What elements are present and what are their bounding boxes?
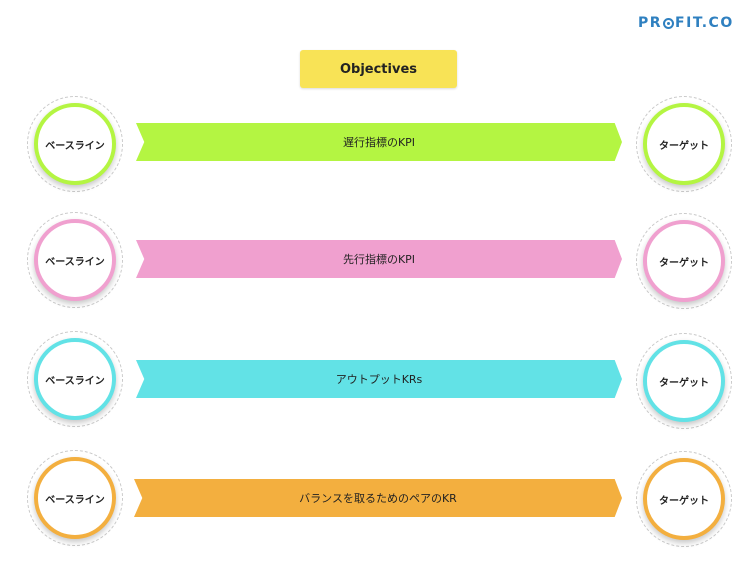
- target-circle: ターゲット: [643, 103, 725, 185]
- baseline-circle: ベースライン: [34, 338, 116, 420]
- target-label: ターゲット: [659, 140, 709, 152]
- logo-text-end: FIT.CO: [675, 15, 734, 31]
- kpi-arrow: バランスを取るためのペアのKR: [134, 479, 622, 517]
- baseline-label: ベースライン: [45, 256, 105, 268]
- kpi-arrow-label: 先行指標のKPI: [342, 253, 416, 266]
- baseline-label: ベースライン: [45, 375, 105, 387]
- target-node: ターゲット: [636, 213, 732, 309]
- objectives-box: Objectives: [300, 50, 457, 88]
- profit-co-logo: PR FIT.CO: [638, 13, 738, 33]
- baseline-node: ベースライン: [27, 450, 123, 546]
- baseline-circle: ベースライン: [34, 219, 116, 301]
- target-icon: [663, 17, 675, 29]
- target-circle: ターゲット: [643, 458, 725, 540]
- row-output-krs: ベースライン アウトプットKRs ターゲット: [0, 330, 750, 430]
- kpi-arrow: アウトプットKRs: [136, 360, 622, 398]
- target-node: ターゲット: [636, 96, 732, 192]
- target-circle: ターゲット: [643, 220, 725, 302]
- row-balancing-kr: ベースライン バランスを取るためのペアのKR ターゲット: [0, 449, 750, 549]
- row-lagging-kpi: ベースライン 遅行指標のKPI ターゲット: [0, 94, 750, 194]
- row-leading-kpi: ベースライン 先行指標のKPI ターゲット: [0, 210, 750, 310]
- kpi-arrow: 先行指標のKPI: [136, 240, 622, 278]
- target-circle: ターゲット: [643, 340, 725, 422]
- target-label: ターゲット: [659, 257, 709, 269]
- kpi-arrow-label: バランスを取るためのペアのKR: [299, 492, 457, 505]
- target-label: ターゲット: [659, 495, 709, 507]
- baseline-node: ベースライン: [27, 212, 123, 308]
- objectives-label: Objectives: [339, 61, 418, 77]
- logo-text-start: PR: [638, 15, 663, 31]
- kpi-arrow: 遅行指標のKPI: [136, 123, 622, 161]
- target-node: ターゲット: [636, 451, 732, 547]
- kpi-arrow-label: 遅行指標のKPI: [342, 136, 416, 149]
- baseline-circle: ベースライン: [34, 103, 116, 185]
- target-node: ターゲット: [636, 333, 732, 429]
- baseline-circle: ベースライン: [34, 457, 116, 539]
- baseline-node: ベースライン: [27, 331, 123, 427]
- baseline-label: ベースライン: [45, 140, 105, 152]
- target-label: ターゲット: [659, 377, 709, 389]
- kpi-arrow-label: アウトプットKRs: [335, 373, 423, 386]
- baseline-label: ベースライン: [45, 494, 105, 506]
- baseline-node: ベースライン: [27, 96, 123, 192]
